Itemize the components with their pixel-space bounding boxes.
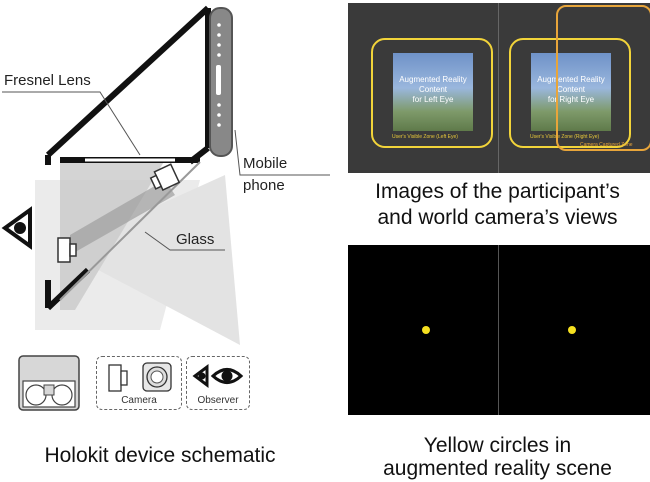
right-ar-text-line1: Augmented Reality	[537, 75, 605, 84]
camera-captured-zone	[556, 5, 650, 151]
world-camera-icon	[57, 237, 77, 263]
right-eye-visible-zone	[509, 38, 631, 148]
camera-legend: Camera	[96, 356, 182, 410]
fresnel-lens-leader	[2, 91, 141, 156]
ar-scene-panel	[348, 245, 650, 415]
circles-caption-line2: augmented reality scene	[383, 457, 612, 480]
observer-legend-icon	[192, 364, 244, 388]
right-ar-text-line3: for Right Eye	[547, 95, 595, 104]
right-ar-text-line2: Content	[556, 85, 586, 94]
mobile-phone-dots	[217, 23, 221, 127]
camera-captured-zone-label: Camera Captured Zone	[580, 142, 633, 148]
inner-light-beam	[70, 180, 175, 255]
left-eye-visible-zone	[371, 38, 493, 148]
device-frame-top-diagonal	[45, 5, 211, 158]
left-ar-text-line2: Content	[418, 85, 448, 94]
schematic-caption: Holokit device schematic	[44, 444, 276, 467]
left-ar-text-line3: for Left Eye	[412, 95, 454, 104]
left-yellow-circle	[422, 326, 430, 334]
camera-legend-icon	[108, 362, 172, 392]
camera-legend-label: Camera	[121, 395, 157, 406]
observer-eye-icon	[1, 206, 32, 250]
phone-camera-icon	[149, 163, 181, 192]
device-frame-bottom-diagonal	[45, 267, 91, 311]
right-yellow-circle	[568, 326, 576, 334]
views-caption-line1: Images of the participant’s	[375, 180, 620, 203]
fresnel-lens-label: Fresnel Lens	[4, 72, 91, 89]
glass-reflector	[59, 161, 201, 301]
glass-label: Glass	[176, 231, 215, 248]
left-ar-text-line1: Augmented Reality	[399, 75, 467, 84]
ar-scene-divider	[498, 245, 499, 415]
holokit-schematic-diagram	[1, 5, 330, 345]
mobile-phone-leader	[234, 129, 330, 176]
right-eye-ar-content: Augmented Reality Content for Right Eye	[531, 53, 611, 131]
mobile-phone-label-line2: phone	[243, 177, 285, 194]
left-eye-zone-label: User's Visible Zone (Left Eye)	[392, 134, 458, 140]
circles-caption-line1: Yellow circles in	[423, 434, 572, 457]
observer-legend: Observer	[186, 356, 250, 410]
right-eye-zone-label: User's Visible Zone (Right Eye)	[530, 134, 600, 140]
glass-leader	[144, 231, 225, 251]
participant-view-panel: Augmented Reality Content for Left Eye U…	[348, 3, 650, 173]
views-caption-line2: and world camera’s views	[377, 206, 618, 229]
observer-legend-label: Observer	[197, 395, 239, 406]
mobile-phone-button	[216, 65, 221, 95]
headset-front-icon	[18, 355, 80, 416]
view-divider	[498, 3, 499, 173]
left-eye-ar-content: Augmented Reality Content for Left Eye	[393, 53, 473, 131]
mobile-phone-label-line1: Mobile	[243, 155, 288, 172]
